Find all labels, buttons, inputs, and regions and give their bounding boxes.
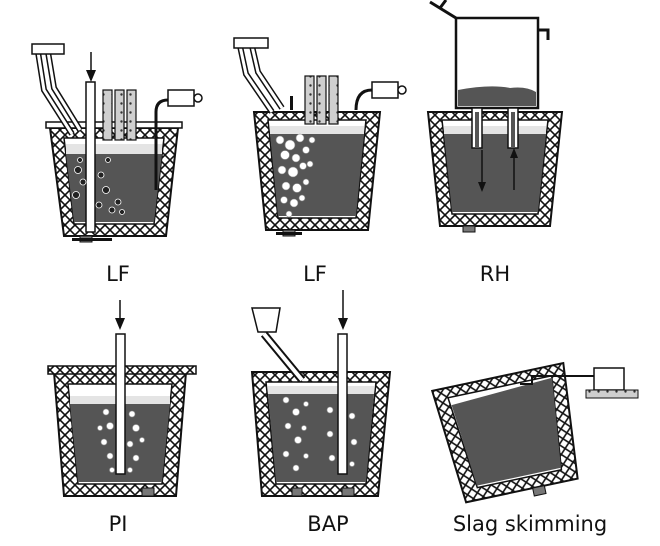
lance bbox=[337, 333, 348, 475]
ladle-slag-skimming bbox=[430, 361, 579, 504]
skimmer-unit bbox=[593, 367, 625, 391]
ladle-bap bbox=[250, 290, 392, 497]
ladle-roof bbox=[45, 121, 183, 129]
vacuum-vessel bbox=[454, 16, 540, 110]
porous-plug bbox=[291, 487, 303, 497]
molten-steel bbox=[451, 377, 562, 486]
gas-bubbles bbox=[282, 396, 358, 472]
porous-plug bbox=[462, 225, 476, 233]
slag-layer bbox=[270, 126, 364, 134]
caption-slag-skimming: Slag skimming bbox=[452, 512, 608, 536]
powder-bubbles bbox=[97, 408, 145, 473]
slag-layer bbox=[444, 126, 546, 134]
injection-lance bbox=[115, 333, 126, 475]
flow-arrows bbox=[478, 148, 518, 192]
molten-steel bbox=[268, 394, 374, 482]
electrodes bbox=[304, 75, 339, 125]
ladle-rh bbox=[426, 0, 564, 233]
ladle-pi bbox=[47, 300, 197, 497]
probe bbox=[154, 98, 169, 190]
probe bbox=[354, 88, 373, 111]
molten-steel bbox=[270, 134, 364, 216]
ladle-lf-2 bbox=[233, 37, 407, 237]
probe-unit bbox=[167, 89, 195, 107]
molten-steel bbox=[444, 134, 546, 212]
vessel-steel bbox=[458, 86, 536, 106]
porous-plug bbox=[141, 487, 155, 497]
bubble-plume bbox=[275, 133, 316, 218]
caption-bap: BAP bbox=[307, 512, 349, 536]
caption-lf-2: LF bbox=[303, 262, 327, 286]
hopper bbox=[251, 307, 281, 333]
caption-lf-1: LF bbox=[106, 262, 130, 286]
skimmer bbox=[520, 367, 639, 399]
gas-bubbles bbox=[72, 157, 125, 215]
hopper bbox=[233, 37, 269, 49]
electrodes bbox=[102, 89, 137, 141]
caption-pi: PI bbox=[108, 512, 128, 536]
ladle-lf-1 bbox=[31, 43, 203, 243]
slag-layer bbox=[268, 386, 374, 394]
skimmer-rail bbox=[585, 389, 639, 399]
slag-layer bbox=[66, 144, 162, 154]
hopper bbox=[31, 43, 65, 55]
porous-plug bbox=[341, 487, 355, 497]
porous-plug bbox=[532, 485, 547, 497]
caption-rh: RH bbox=[479, 262, 511, 286]
probe-unit bbox=[371, 81, 399, 99]
lance bbox=[85, 81, 96, 233]
